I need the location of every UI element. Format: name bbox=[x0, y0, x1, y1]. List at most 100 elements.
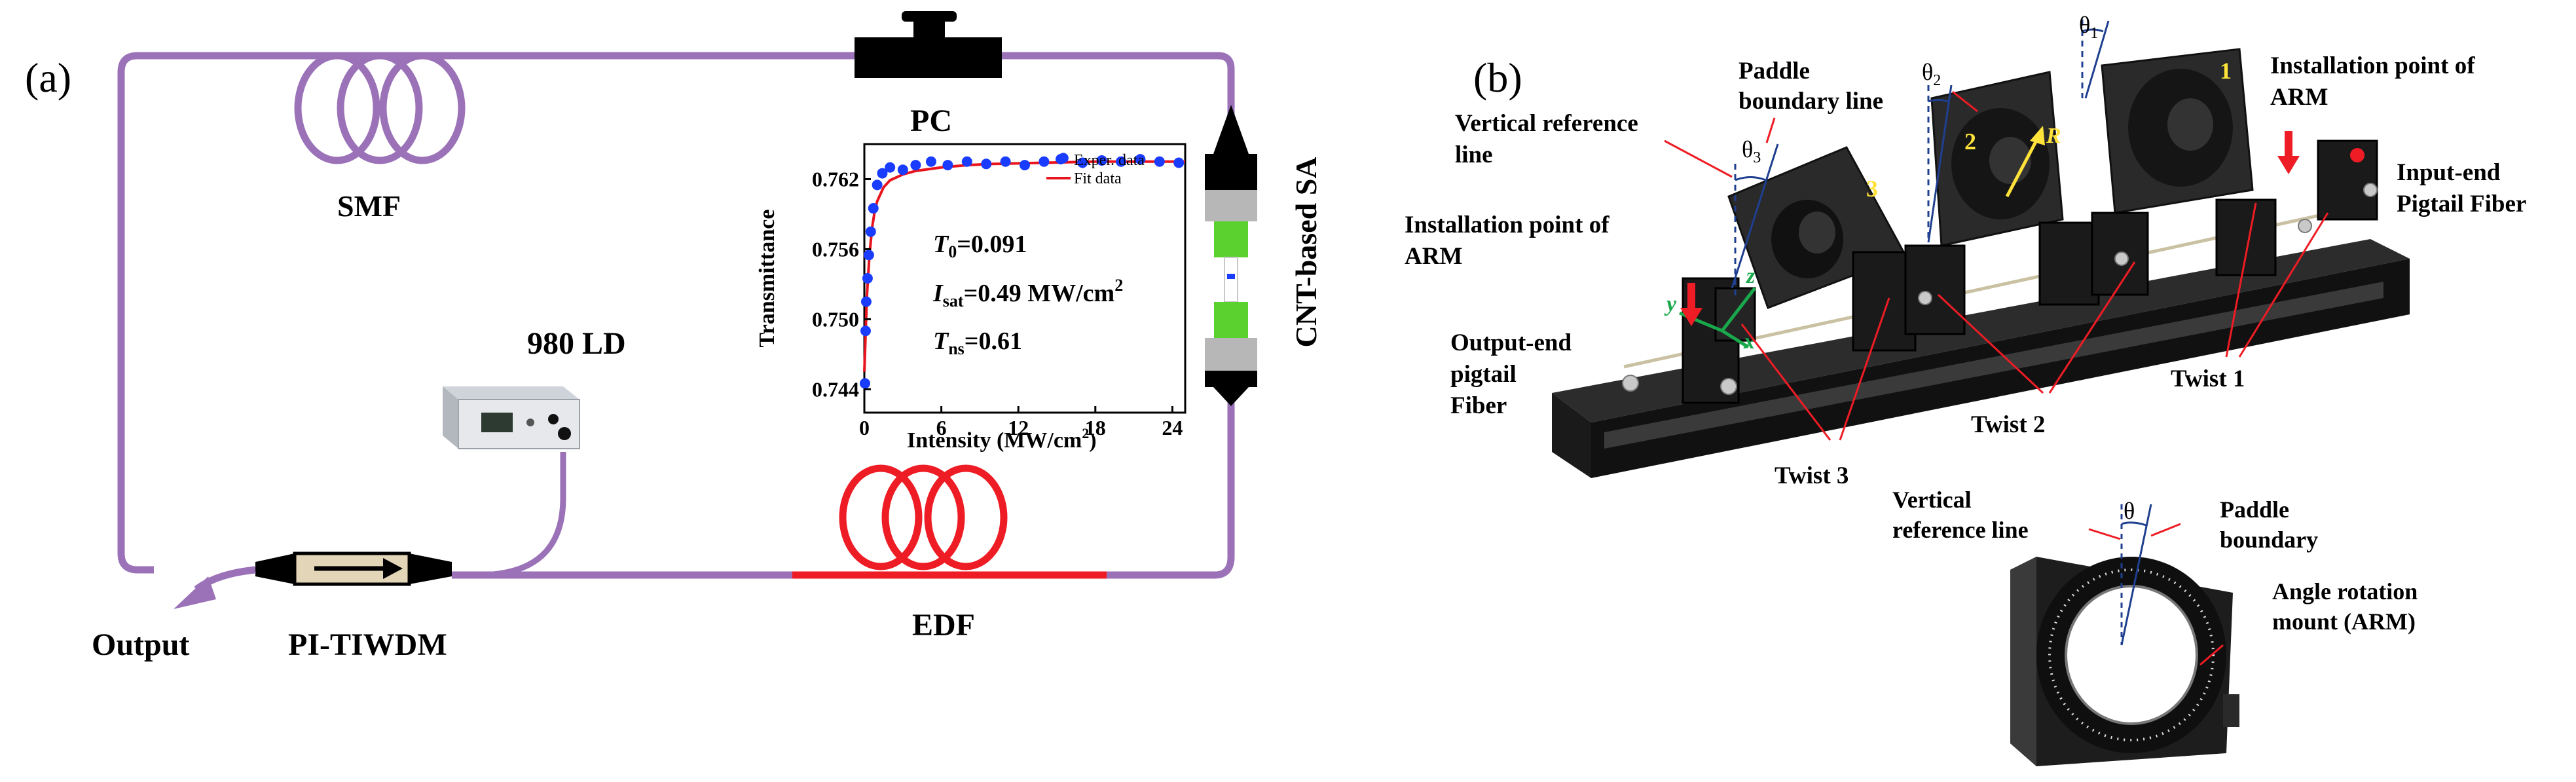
pc-label: PC bbox=[910, 103, 952, 138]
x-tick-label: 18 bbox=[1085, 416, 1106, 439]
callout-lines bbox=[1664, 90, 2329, 441]
smf-label: SMF bbox=[337, 189, 401, 223]
sa-label: CNT-based SA bbox=[1289, 157, 1323, 347]
smf-coil bbox=[294, 52, 466, 164]
axis-y-label: y bbox=[1664, 292, 1677, 316]
reference-lines bbox=[1734, 20, 2084, 298]
data-point bbox=[877, 168, 888, 179]
y-tick-label: 0.756 bbox=[812, 237, 859, 261]
inset-ticks: 0 6 12 18 24 0.744 0.750 0.756 0.762 bbox=[812, 167, 1183, 439]
data-point bbox=[1173, 157, 1185, 168]
edf-label: EDF bbox=[912, 608, 975, 642]
axis-z-label: z bbox=[1746, 264, 1756, 288]
install-arrows bbox=[1680, 131, 2300, 326]
inset-marks bbox=[859, 153, 1185, 389]
radius-arrow-head-icon bbox=[2030, 126, 2045, 145]
ld-pump-fiber bbox=[477, 452, 566, 578]
panel-b: (b) bbox=[1405, 12, 2526, 766]
ld-label: 980 LD bbox=[527, 326, 626, 361]
arm-callouts bbox=[2088, 523, 2224, 666]
y-tick-label: 0.762 bbox=[812, 167, 859, 191]
data-point bbox=[1116, 156, 1126, 167]
radius-label: R bbox=[2046, 124, 2061, 148]
sa-component bbox=[1205, 105, 1257, 406]
wdm-label: PI-TIWDM bbox=[288, 627, 447, 662]
data-point bbox=[862, 273, 873, 284]
output-label: Output bbox=[92, 627, 189, 662]
inset-eq-tns: Tns=0.61 bbox=[933, 327, 1022, 358]
x-tick-label: 0 bbox=[859, 416, 870, 439]
data-point bbox=[1039, 156, 1050, 167]
paddle-3-number: 3 bbox=[1866, 176, 1878, 202]
angle-arcs bbox=[1735, 28, 2104, 181]
data-point bbox=[910, 160, 921, 171]
paddle-1 bbox=[2101, 48, 2254, 214]
screw-heads bbox=[1622, 183, 2378, 395]
legend-exp-marker bbox=[1056, 154, 1066, 164]
data-point bbox=[863, 250, 874, 261]
fiber-loop bbox=[117, 52, 1235, 579]
arm-angle-lines bbox=[2120, 504, 2152, 646]
arm-device bbox=[2010, 557, 2239, 766]
data-point bbox=[942, 160, 953, 171]
y-tick-label: 0.750 bbox=[812, 307, 859, 331]
inset-xlabel: Intensity (MW/cm2) bbox=[907, 425, 1097, 453]
paddle-2 bbox=[1930, 71, 2064, 247]
data-point bbox=[885, 162, 896, 173]
data-point bbox=[872, 179, 883, 191]
x-tick-label: 12 bbox=[1008, 416, 1029, 439]
x-tick-label: 6 bbox=[936, 416, 947, 439]
inset-eq-isat: Isat=0.49 MW/cm2 bbox=[932, 276, 1123, 310]
inset-plot-frame bbox=[863, 143, 1187, 414]
data-point bbox=[897, 164, 908, 176]
wdm-component bbox=[255, 551, 452, 586]
data-point bbox=[1096, 155, 1107, 166]
theta3-label: θ3 bbox=[1742, 136, 1761, 166]
legend-fit-label: Fit data bbox=[1074, 170, 1122, 187]
x-tick-label: 24 bbox=[1162, 416, 1183, 439]
paddle-1-number: 1 bbox=[2220, 58, 2232, 84]
data-point bbox=[1020, 160, 1030, 171]
twist3-label: Twist 3 bbox=[1775, 462, 1849, 489]
data-point bbox=[860, 326, 871, 337]
data-point bbox=[1135, 154, 1146, 165]
data-point bbox=[1154, 156, 1165, 167]
legend-exp-label: Exper. data bbox=[1074, 152, 1145, 169]
input-marker-icon bbox=[2350, 148, 2364, 162]
boundary-lines bbox=[1731, 20, 2110, 289]
inset-eq-t0: T0=0.091 bbox=[933, 231, 1027, 261]
inset-legend: Exper. data Fit data bbox=[1046, 152, 1145, 187]
theta2-label: θ2 bbox=[1922, 59, 1941, 89]
data-point bbox=[865, 226, 876, 237]
data-point bbox=[859, 378, 870, 389]
output-arrow-icon bbox=[174, 576, 216, 609]
rail-base bbox=[1552, 239, 2410, 478]
y-tick-label: 0.744 bbox=[812, 377, 859, 401]
axis-x-label: x bbox=[1743, 329, 1755, 354]
panel-a: (a) SMF PC C bbox=[25, 11, 1323, 662]
twist1-label: Twist 1 bbox=[2171, 365, 2245, 392]
twist2-label: Twist 2 bbox=[1971, 411, 2045, 438]
radius-arrow bbox=[2005, 133, 2042, 198]
theta1-label: θ1 bbox=[2079, 12, 2098, 42]
data-point bbox=[1000, 156, 1011, 167]
data-point bbox=[981, 158, 992, 170]
data-point bbox=[961, 156, 972, 167]
data-point bbox=[860, 296, 872, 307]
data-point bbox=[925, 156, 936, 167]
data-point bbox=[868, 203, 879, 214]
pc-component bbox=[855, 11, 1002, 78]
paddle-2-number: 2 bbox=[1964, 128, 1976, 155]
edf-coil bbox=[839, 464, 1008, 570]
ld-device bbox=[443, 386, 580, 449]
